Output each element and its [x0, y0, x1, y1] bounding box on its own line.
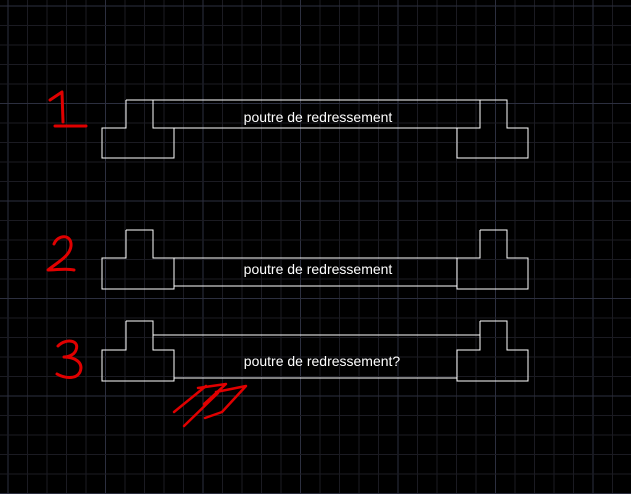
diagram-1: poutre de redressement: [101, 99, 529, 159]
diagram-1-label: poutre de redressement: [244, 109, 393, 125]
diagram-2: poutre de redressement: [101, 229, 529, 290]
number-2-mark: [46, 235, 76, 272]
red-hatch-arrows-icon: [172, 382, 248, 428]
diagram-2-outline: [101, 229, 529, 290]
diagram-3-label: poutre de redressement?: [244, 353, 401, 369]
diagram-2-label: poutre de redressement: [244, 261, 393, 277]
number-3-mark: [55, 339, 83, 379]
diagram-1-outline: [101, 99, 529, 159]
diagram-3-outline: [101, 320, 529, 382]
diagram-3: poutre de redressement?: [101, 320, 529, 382]
number-1-mark: [48, 90, 88, 128]
